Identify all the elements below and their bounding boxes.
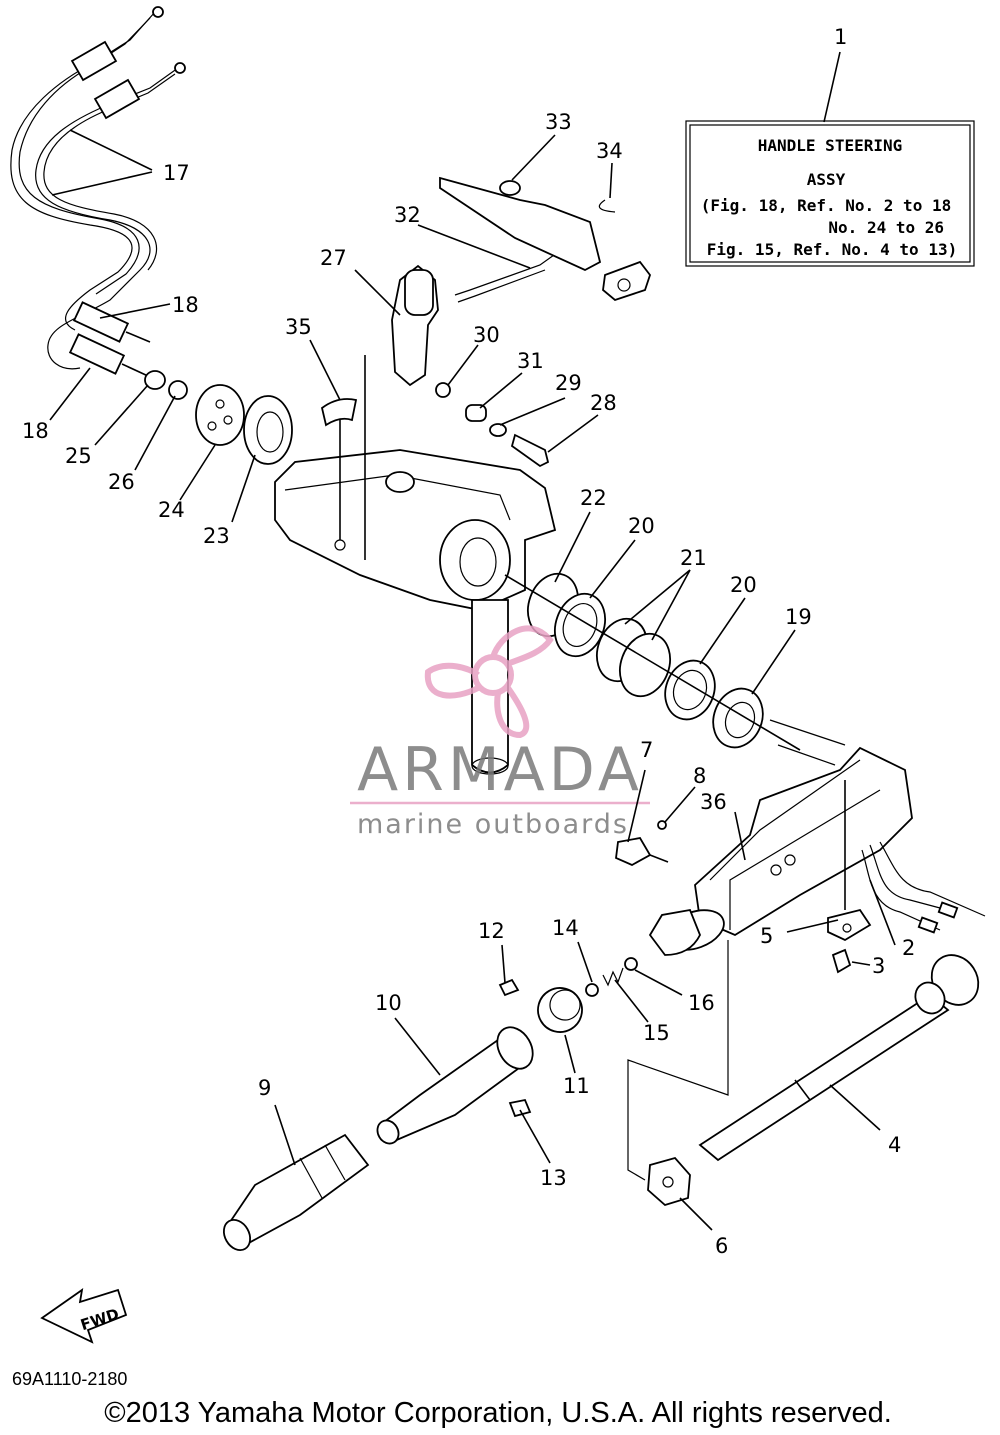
callout-6: 6 — [715, 1234, 728, 1258]
callout-26: 26 — [108, 470, 135, 494]
callout-16: 16 — [688, 991, 715, 1015]
spring-clip — [320, 398, 358, 427]
throttle-grip-parts — [222, 957, 638, 1251]
box-reference-3: Fig. 15, Ref. No. 4 to 13) — [707, 240, 957, 259]
callout-35: 35 — [285, 315, 312, 339]
watermark-tagline: marine outboards — [357, 809, 629, 840]
callout-21: 21 — [680, 546, 707, 570]
cable-guide-parts — [144, 370, 293, 465]
box-subtitle: ASSY — [807, 170, 846, 189]
callout-2: 2 — [902, 936, 915, 960]
callout-24: 24 — [158, 498, 185, 522]
callout-25: 25 — [65, 444, 92, 468]
callout-34: 34 — [596, 139, 623, 163]
callout-8: 8 — [693, 764, 706, 788]
callout-12: 12 — [478, 919, 505, 943]
callout-15: 15 — [643, 1021, 670, 1045]
callout-29: 29 — [555, 371, 582, 395]
callout-numbers: 2 3 4 5 6 7 8 9 10 11 12 13 14 15 16 17 … — [22, 110, 915, 1258]
callout-31: 31 — [517, 349, 544, 373]
callout-19: 19 — [785, 605, 812, 629]
callout-14: 14 — [552, 916, 579, 940]
part-code: 69A1110-2180 — [12, 1369, 127, 1389]
callout-3: 3 — [872, 954, 885, 978]
box-reference-1: (Fig. 18, Ref. No. 2 to 18 — [701, 196, 951, 215]
callout-30: 30 — [473, 323, 500, 347]
box-ref-number: 1 — [834, 25, 847, 49]
callout-32: 32 — [394, 203, 421, 227]
callout-28: 28 — [590, 391, 617, 415]
callout-36: 36 — [700, 790, 727, 814]
callout-10: 10 — [375, 991, 402, 1015]
watermark-brand: ARMADA — [357, 735, 643, 805]
callout-18-top: 18 — [172, 293, 199, 317]
callout-13: 13 — [540, 1166, 567, 1190]
box-reference-2: No. 24 to 26 — [828, 218, 944, 237]
callout-27: 27 — [320, 246, 347, 270]
callout-18-bottom: 18 — [22, 419, 49, 443]
callout-17: 17 — [163, 161, 190, 185]
fwd-arrow-icon: FWD — [40, 1288, 128, 1344]
box-title: HANDLE STEERING — [758, 136, 903, 155]
callout-33: 33 — [545, 110, 572, 134]
copyright-notice: ©2013 Yamaha Motor Corporation, U.S.A. A… — [104, 1397, 892, 1429]
callout-5: 5 — [760, 924, 773, 948]
throttle-lever — [391, 176, 652, 468]
leader-lines — [49, 129, 896, 1231]
callout-9: 9 — [258, 1076, 271, 1100]
callout-20-left: 20 — [628, 514, 655, 538]
throttle-cables — [10, 6, 186, 377]
callout-7: 7 — [640, 738, 653, 762]
tiller-handle — [615, 719, 986, 974]
callout-11: 11 — [563, 1074, 590, 1098]
callout-22: 22 — [580, 486, 607, 510]
extension-rod — [698, 954, 980, 1162]
callout-20-right: 20 — [730, 573, 757, 597]
armada-logo-icon — [424, 625, 554, 739]
bracket-body — [274, 355, 557, 611]
assembly-box: 1 HANDLE STEERING ASSY (Fig. 18, Ref. No… — [685, 25, 975, 267]
armada-watermark: ARMADA marine outboards — [350, 625, 650, 840]
cable-holder — [627, 940, 729, 1207]
callout-23: 23 — [203, 524, 230, 548]
friction-washers — [504, 572, 801, 751]
callout-4: 4 — [888, 1133, 901, 1157]
